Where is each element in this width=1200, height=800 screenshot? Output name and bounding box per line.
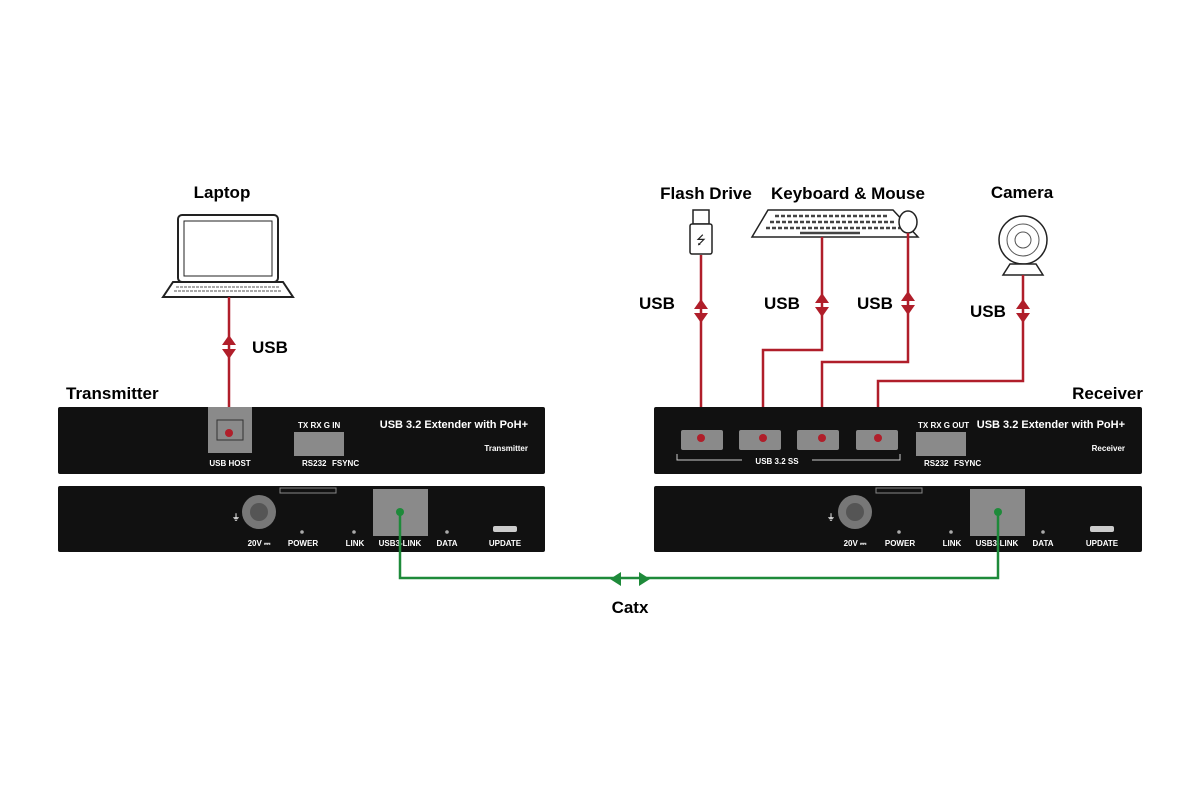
receiver-front-panel: USB 3.2 SS TX RX G OUT RS232 FSYNC USB 3… xyxy=(654,407,1142,474)
transmitter-label: Transmitter xyxy=(66,384,159,403)
svg-text:DATA: DATA xyxy=(436,539,457,548)
svg-text:Transmitter: Transmitter xyxy=(484,444,528,453)
transmitter-rear-panel: ⏚ 20V ⎓ POWER LINK USB3-LINK DATA UPDATE xyxy=(58,486,545,552)
svg-text:TX RX G OUT: TX RX G OUT xyxy=(918,421,969,430)
svg-text:TX RX G IN: TX RX G IN xyxy=(298,421,340,430)
flash-drive-icon: ⭍ xyxy=(689,209,713,255)
svg-text:RS232: RS232 xyxy=(924,459,949,468)
svg-text:⏚: ⏚ xyxy=(827,513,835,522)
svg-text:⏚: ⏚ xyxy=(232,513,240,522)
receiver-rear-panel: ⏚ 20V ⎓ POWER LINK USB3-LINK DATA UPDATE xyxy=(654,486,1142,552)
usb-label: USB xyxy=(639,294,675,313)
usb-label: USB xyxy=(857,294,893,313)
catx-cable xyxy=(398,512,1000,580)
svg-text:RS232: RS232 xyxy=(302,459,327,468)
usb-label: USB xyxy=(970,302,1006,321)
svg-text:FSYNC: FSYNC xyxy=(954,459,981,468)
svg-text:USB 3.2 Extender with PoH+: USB 3.2 Extender with PoH+ xyxy=(977,419,1125,431)
svg-text:UPDATE: UPDATE xyxy=(1086,539,1119,548)
laptop-label: Laptop xyxy=(194,183,251,202)
svg-text:POWER: POWER xyxy=(885,539,915,548)
svg-text:20V ⎓: 20V ⎓ xyxy=(844,539,867,548)
flash-drive-label: Flash Drive xyxy=(660,184,752,203)
svg-text:USB 3.2 SS: USB 3.2 SS xyxy=(755,457,799,466)
laptop-icon xyxy=(161,214,295,298)
svg-text:LINK: LINK xyxy=(346,539,365,548)
usb-label: USB xyxy=(252,338,288,357)
svg-text:FSYNC: FSYNC xyxy=(332,459,359,468)
svg-text:⭍: ⭍ xyxy=(696,233,706,247)
svg-text:20V ⎓: 20V ⎓ xyxy=(248,539,271,548)
svg-text:LINK: LINK xyxy=(943,539,962,548)
svg-text:POWER: POWER xyxy=(288,539,318,548)
receiver-label: Receiver xyxy=(1072,384,1143,403)
camera-icon xyxy=(998,215,1048,276)
keyboard-mouse-label: Keyboard & Mouse xyxy=(771,184,925,203)
transmitter-front-panel: USB HOST TX RX G IN RS232 FSYNC USB 3.2 … xyxy=(58,407,545,474)
keyboard-mouse-icon xyxy=(750,209,920,238)
camera-label: Camera xyxy=(991,183,1054,202)
svg-text:USB HOST: USB HOST xyxy=(209,459,250,468)
svg-text:USB 3.2 Extender with PoH+: USB 3.2 Extender with PoH+ xyxy=(380,419,528,431)
usb-label: USB xyxy=(764,294,800,313)
svg-text:UPDATE: UPDATE xyxy=(489,539,522,548)
svg-text:Receiver: Receiver xyxy=(1092,444,1125,453)
catx-label: Catx xyxy=(612,598,649,617)
arrow-icon xyxy=(610,572,650,586)
svg-text:DATA: DATA xyxy=(1032,539,1053,548)
